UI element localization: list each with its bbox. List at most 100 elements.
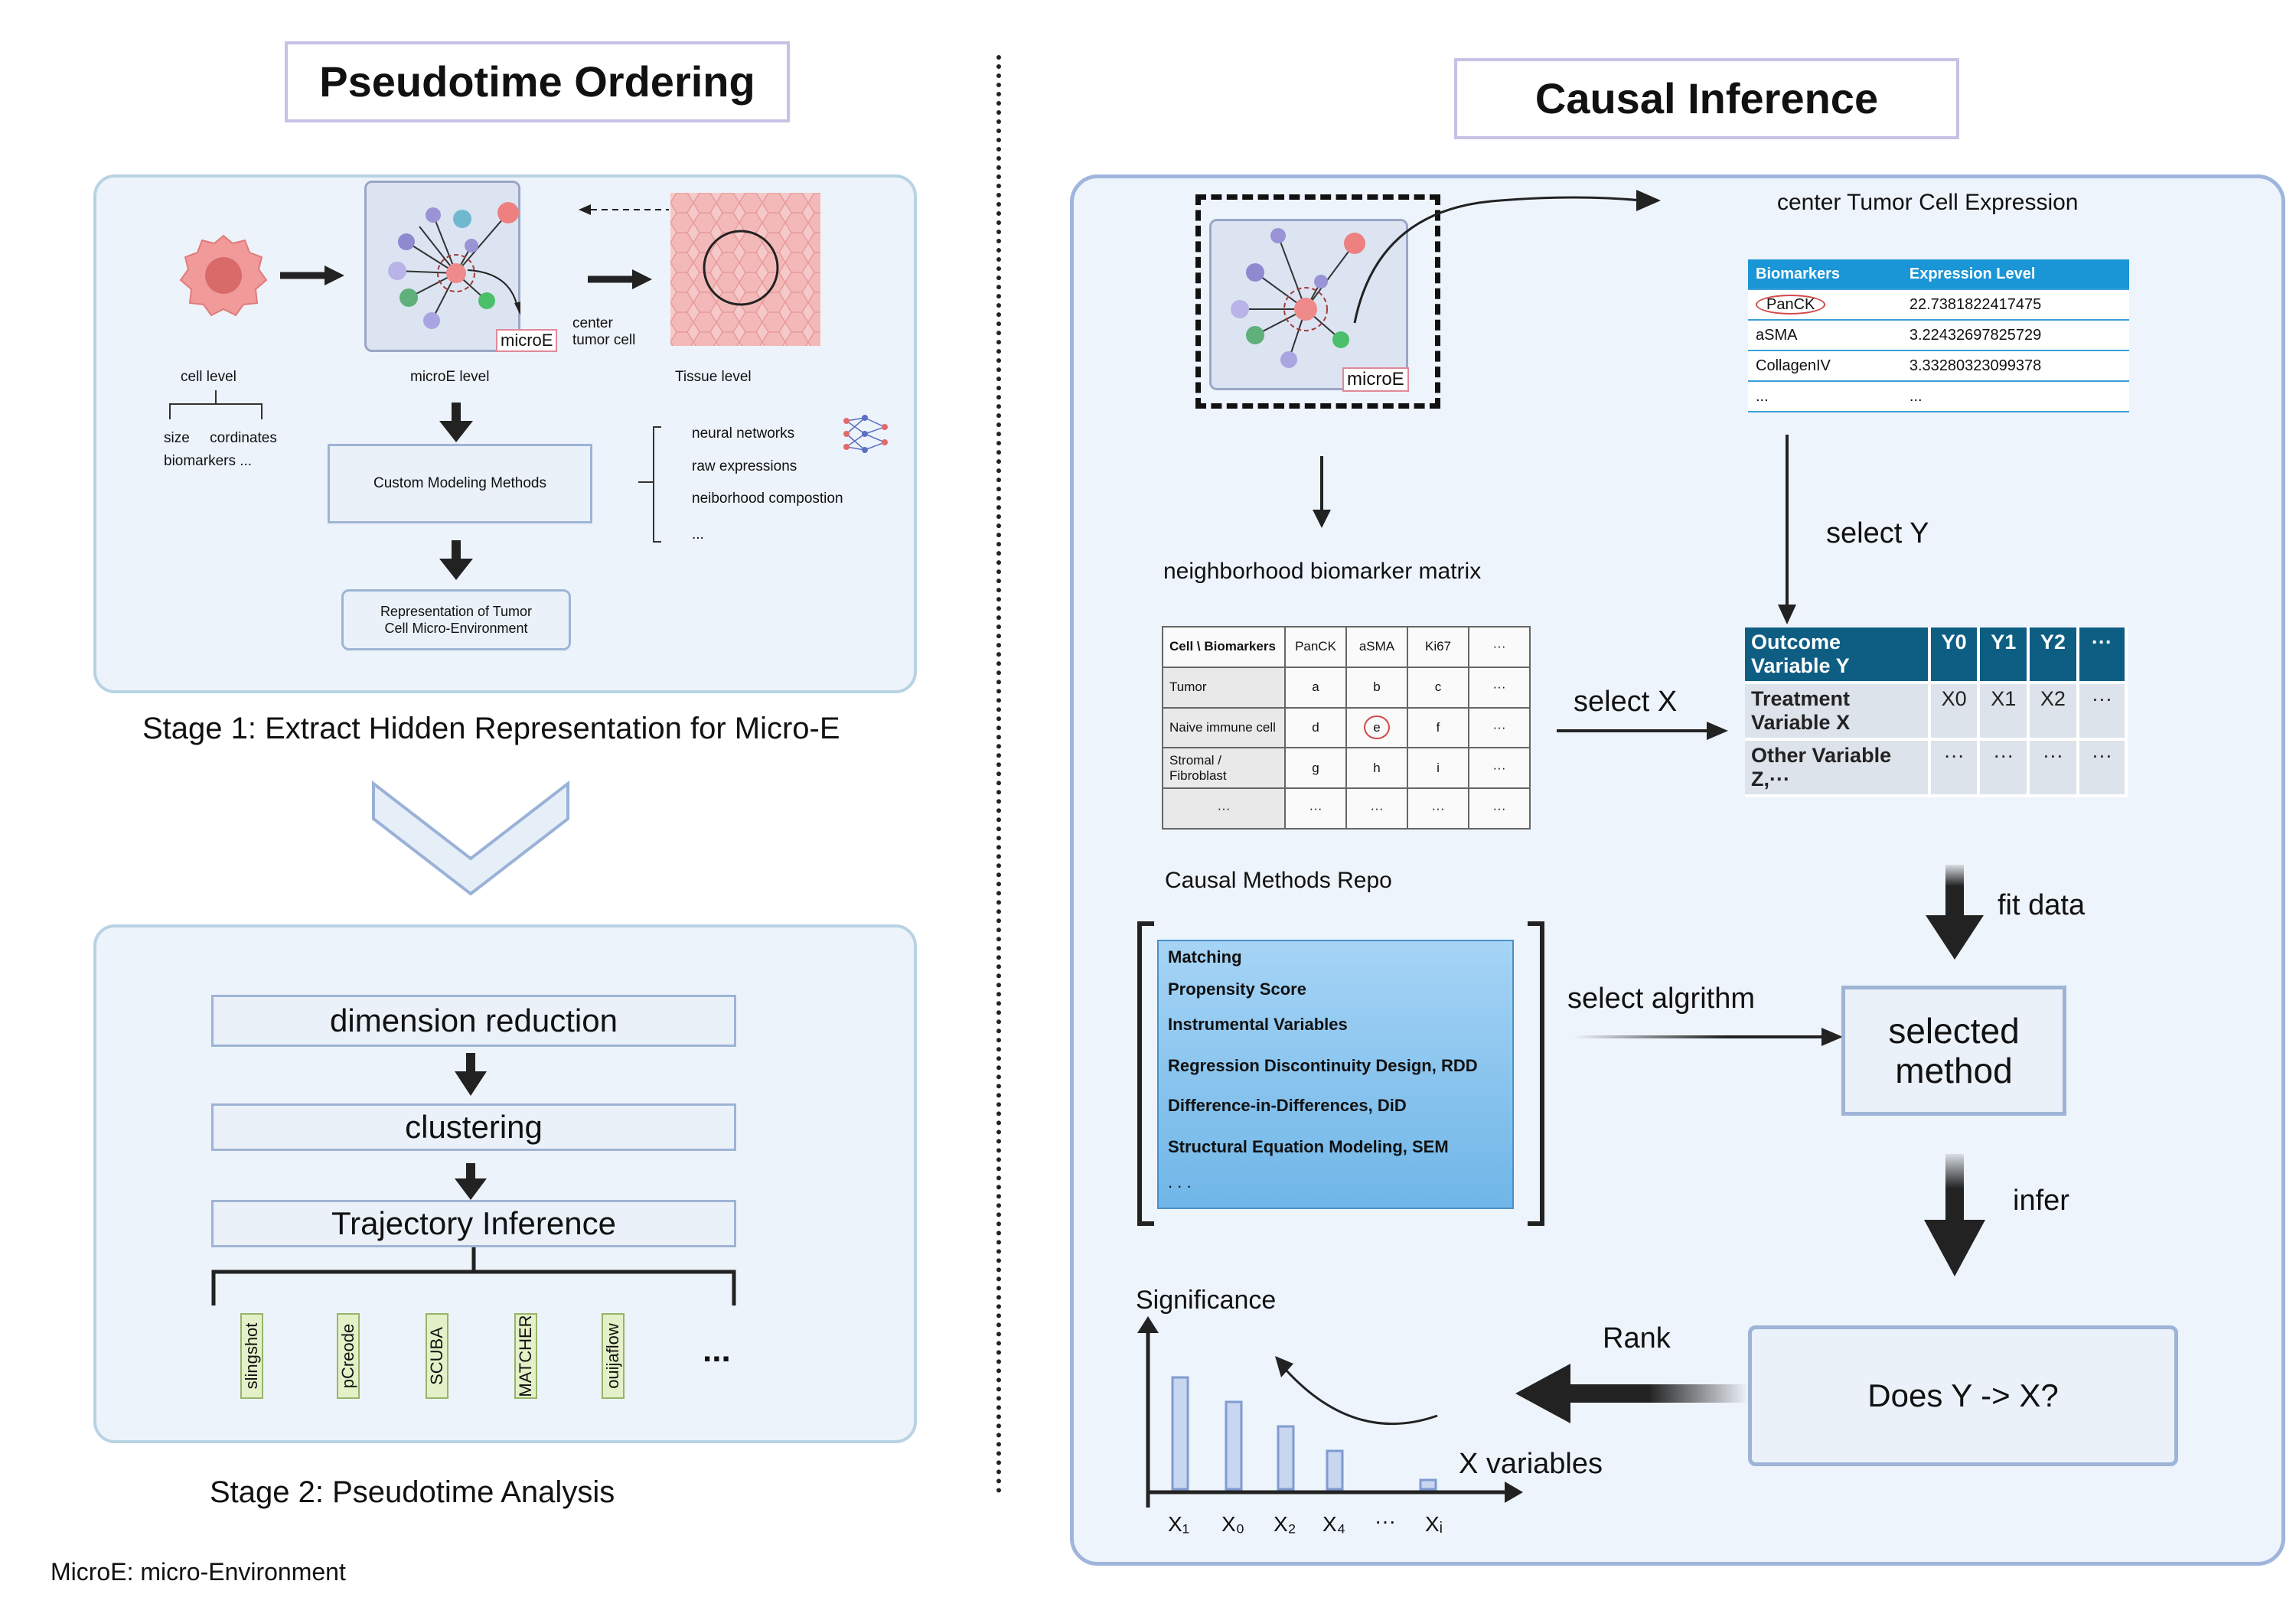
repo-item: Regression Discontinuity Design, RDD	[1168, 1056, 1478, 1075]
microe-tag: microE	[1342, 367, 1409, 392]
x-tick-3: X₄	[1322, 1512, 1346, 1536]
table-cell: Y2	[2028, 627, 2079, 684]
table-cell: CollagenIV	[1748, 350, 1902, 382]
infer-label: infer	[2013, 1185, 2069, 1217]
treatment-label: Treatment Variable X	[1745, 683, 1931, 741]
col-header: PanCK	[1284, 626, 1347, 668]
table-cell: ...	[1901, 381, 2129, 412]
rank-curve-arrow	[1284, 1368, 1438, 1425]
thick-arrow-down-icon	[1926, 865, 1984, 960]
repo-item: Instrumental Variables	[1168, 1015, 1348, 1034]
selected-method-line-1: selected	[1888, 1011, 2020, 1051]
table-cell: ...	[1748, 381, 1902, 412]
cell-features-1: size cordinates	[164, 430, 277, 446]
pseudotime-title: Pseudotime Ordering	[285, 41, 790, 122]
table-cell: Y0	[1929, 627, 1981, 684]
repo-item: Difference-in-Differences, DiD	[1168, 1096, 1407, 1115]
does-y-x-box: Does Y -> X?	[1748, 1325, 2178, 1466]
microe-level-label: microE level	[410, 369, 490, 385]
chevron-down-icon	[372, 781, 569, 896]
col-header: Cell \ Biomarkers	[1162, 626, 1286, 668]
table-cell: ···	[2077, 627, 2128, 684]
row-label: ···	[1162, 787, 1286, 830]
cell-features-bracket	[169, 390, 263, 419]
method-option-1: raw expressions	[692, 458, 797, 474]
tools-more: ...	[703, 1332, 731, 1369]
table-cell: ···	[1468, 706, 1531, 749]
microe-selection-box	[1195, 194, 1440, 409]
table-cell: b	[1345, 666, 1408, 709]
table-cell: aSMA	[1748, 320, 1902, 351]
method-option-0: neural networks	[692, 425, 795, 442]
tissue-level-label: Tissue level	[675, 369, 752, 385]
row-label: Stromal / Fibroblast	[1162, 747, 1286, 790]
repo-item: Structural Equation Modeling, SEM	[1168, 1137, 1449, 1156]
table-cell: X0	[1929, 683, 1981, 741]
curved-arrow-icon	[1353, 190, 1661, 324]
causal-inference-title: Causal Inference	[1454, 58, 1959, 139]
center-tumor-label-1: center	[572, 315, 613, 331]
x-tick-5: Xᵢ	[1425, 1512, 1443, 1536]
bar-x4	[1326, 1449, 1344, 1491]
tool-slingshot: slingshot	[240, 1313, 263, 1399]
significance-chart	[1137, 1316, 1523, 1508]
table-cell: ···	[1929, 739, 1981, 797]
selected-method-line-2: method	[1895, 1051, 2013, 1090]
tumor-cell-icon	[179, 234, 268, 317]
table-cell: ···	[1345, 787, 1408, 830]
step-clustering: clustering	[211, 1103, 736, 1151]
arrow-right-icon	[1557, 722, 1728, 740]
select-x-label: select X	[1574, 686, 1678, 718]
select-algorithm-label: select algrithm	[1567, 983, 1755, 1015]
fit-data-label: fit data	[1998, 889, 2086, 921]
repo-title: Causal Methods Repo	[1165, 868, 1392, 893]
x-tick-0: X₁	[1168, 1512, 1190, 1536]
table-cell: h	[1345, 747, 1408, 790]
tissue-icon	[670, 193, 820, 346]
arrow-right-icon	[1574, 1028, 1843, 1046]
arrow-down-icon	[1313, 456, 1331, 528]
tool-scuba: SCUBA	[426, 1313, 448, 1399]
repo-item: Matching	[1168, 947, 1242, 966]
bar-x1	[1171, 1376, 1189, 1491]
x-tick-4: ···	[1375, 1509, 1396, 1533]
method-option-3: ...	[692, 526, 704, 543]
microe-network-icon	[1231, 228, 1365, 368]
nbm-title: neighborhood biomarker matrix	[1163, 559, 1482, 584]
table-cell: ···	[1978, 739, 2030, 797]
table-cell: ···	[1468, 787, 1531, 830]
center-expr-title: center Tumor Cell Expression	[1777, 190, 2079, 215]
table-cell: ···	[1407, 787, 1469, 830]
microe-tag: microE	[496, 329, 558, 352]
x-axis-arrowhead	[1505, 1482, 1523, 1503]
row-label: Naive immune cell	[1162, 706, 1286, 749]
representation-box: Representation of Tumor Cell Micro-Envir…	[341, 589, 571, 650]
arrow-down-icon	[455, 1053, 487, 1096]
circled-e: e	[1364, 715, 1390, 739]
causal-methods-repo: Matching Propensity Score Instrumental V…	[1157, 940, 1514, 1209]
table-cell: ···	[1468, 747, 1531, 790]
row-label: Tumor	[1162, 666, 1286, 709]
table-cell: c	[1407, 666, 1469, 709]
tool-matcher: MATCHER	[514, 1313, 537, 1399]
arrow-down-icon	[1778, 435, 1796, 624]
thick-arrow-left-icon	[1515, 1364, 1748, 1423]
step-trajectory-inference: Trajectory Inference	[211, 1200, 736, 1247]
table-cell: PanCK	[1748, 289, 1902, 321]
table-cell: Y1	[1978, 627, 2030, 684]
x-tick-2: X₂	[1274, 1512, 1296, 1536]
table-cell: f	[1407, 706, 1469, 749]
cell-level-label: cell level	[181, 369, 236, 385]
bar-x0	[1225, 1400, 1243, 1491]
select-y-label: select Y	[1826, 517, 1929, 549]
other-variable-label: Other Variable Z,···	[1745, 739, 1931, 797]
footnote: MicroE: micro-Environment	[51, 1558, 346, 1586]
table-cell: g	[1284, 747, 1347, 790]
table-cell: ···	[2077, 739, 2128, 797]
rank-label: Rank	[1603, 1322, 1671, 1354]
representation-line-2: Cell Micro-Environment	[384, 621, 528, 636]
table-cell: a	[1284, 666, 1347, 709]
